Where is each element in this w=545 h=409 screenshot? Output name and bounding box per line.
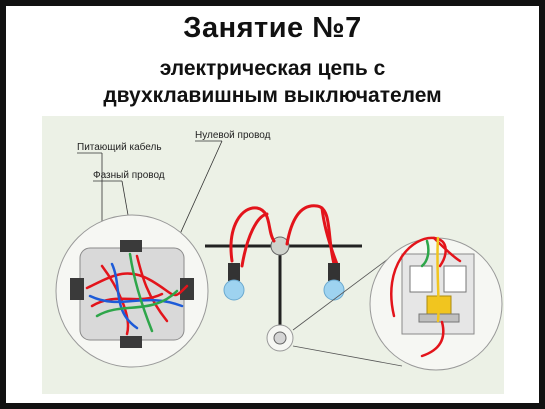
lamp-left bbox=[223, 279, 245, 301]
label-phase-wire: Фазный провод bbox=[93, 170, 165, 181]
label-neutral-wire: Нулевой провод bbox=[195, 130, 271, 141]
slide-title: Занятие №7 bbox=[183, 12, 362, 44]
junction-box bbox=[55, 214, 209, 368]
double-switch-detail bbox=[369, 236, 503, 371]
zoom-lines bbox=[292, 255, 403, 367]
top-border bbox=[0, 0, 545, 6]
label-supply-cable: Питающий кабель bbox=[77, 141, 162, 153]
right-border bbox=[539, 0, 545, 409]
bottom-border bbox=[0, 403, 545, 409]
lamps-assembly bbox=[205, 204, 362, 352]
lamp-right bbox=[323, 279, 345, 301]
slide-subtitle-line2: двухклавишным выключателем bbox=[103, 84, 442, 107]
slide-subtitle-line1: электрическая цепь с bbox=[159, 57, 386, 80]
left-border bbox=[0, 0, 6, 409]
wiring-diagram: Питающий кабель Фазный провод Нулевой пр… bbox=[42, 116, 504, 394]
